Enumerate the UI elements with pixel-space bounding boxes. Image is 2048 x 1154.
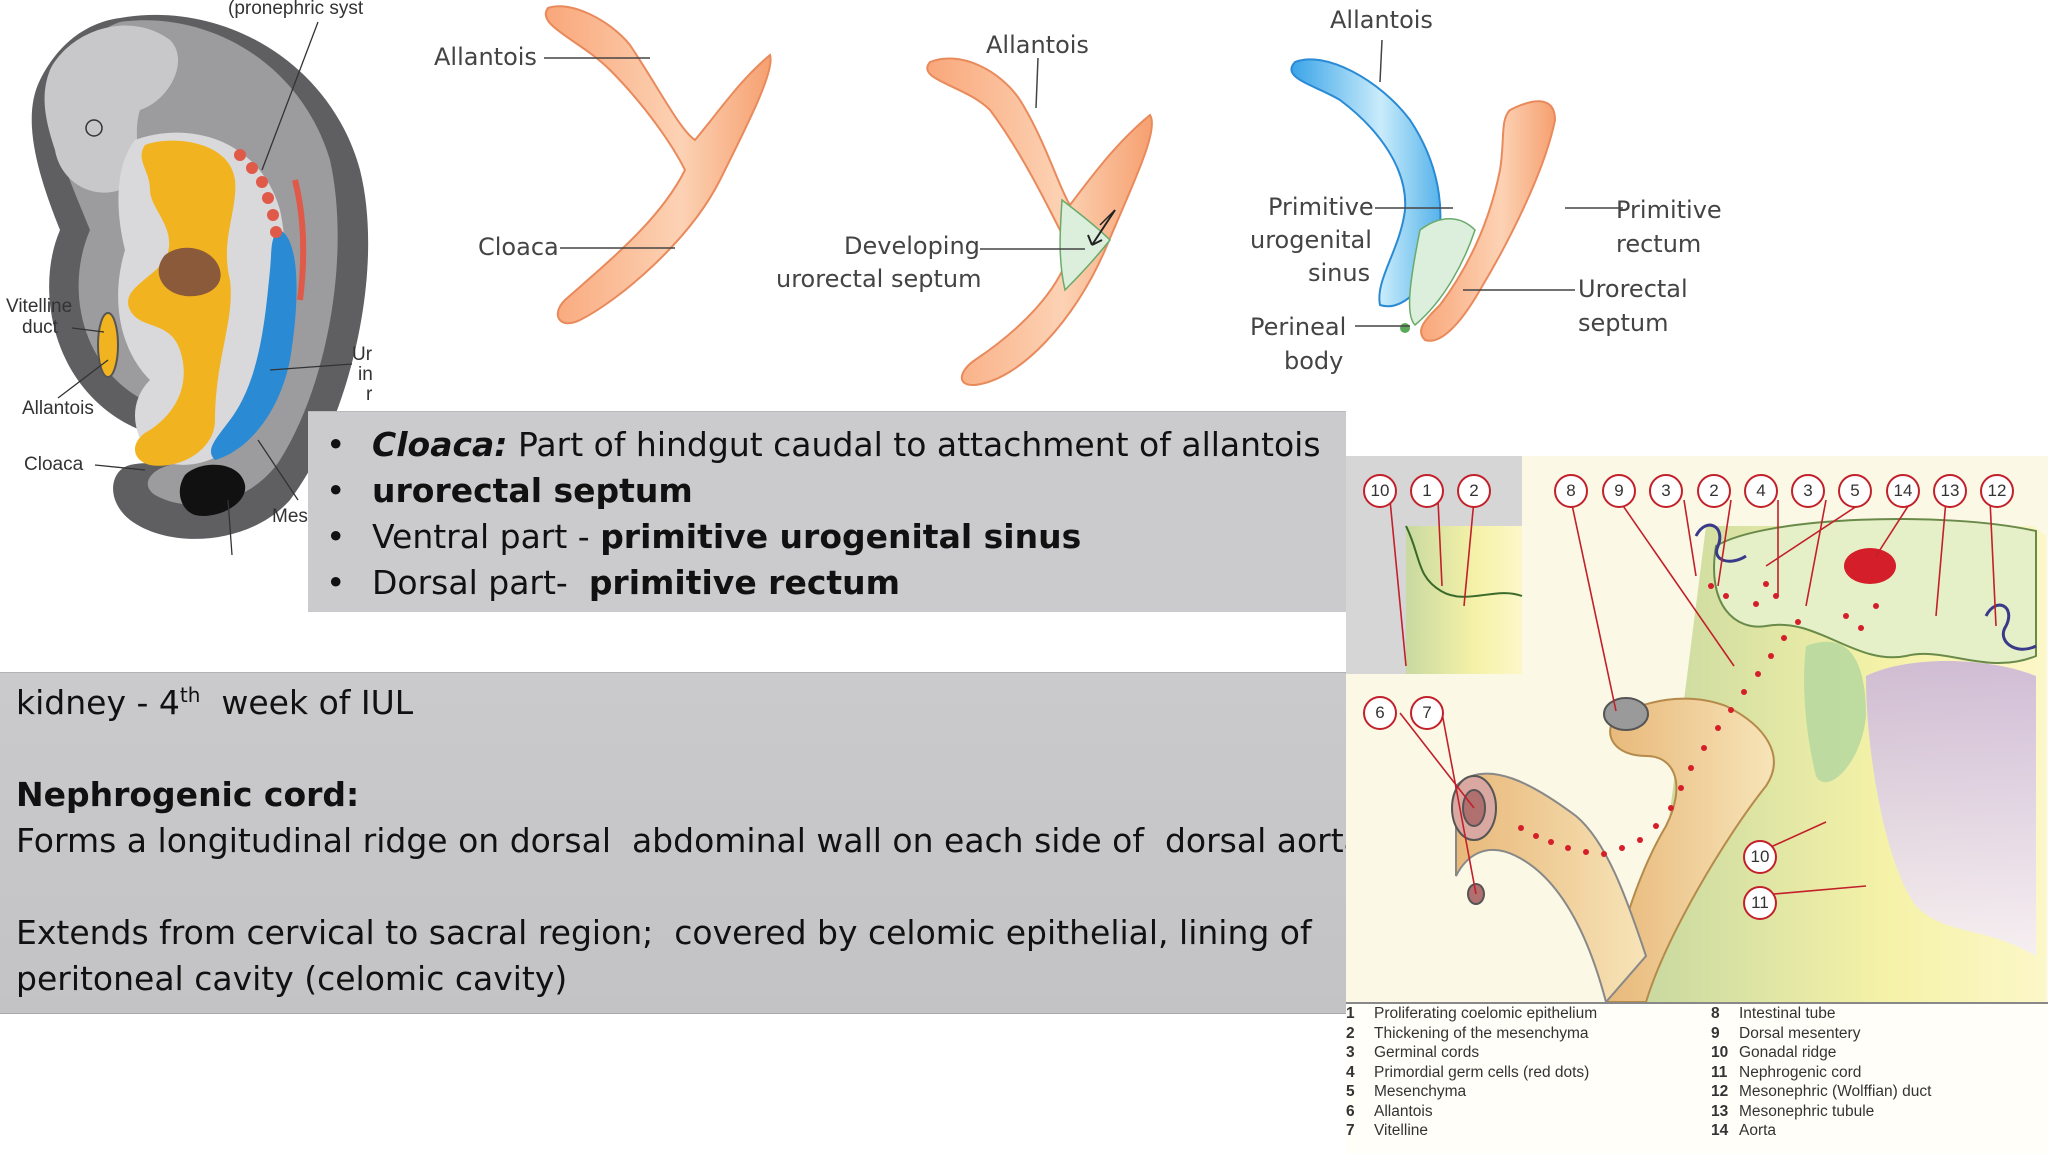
gonadal-ridge-illustration xyxy=(1346,456,2046,1005)
label-allantois: Allantois xyxy=(22,398,94,419)
label-pus-3: sinus xyxy=(1308,259,1371,287)
label-us-2: septum xyxy=(1578,309,1669,337)
bullet-list: •Cloaca: Part of hindgut caudal to attac… xyxy=(308,412,1346,606)
marker-7: 7 xyxy=(1410,696,1444,730)
label-vitelline-1: Vitelline xyxy=(6,296,73,317)
label-pus-1: Primitive xyxy=(1268,193,1374,221)
marker-8: 8 xyxy=(1554,474,1588,508)
label-allantois-1: Allantois xyxy=(434,43,537,71)
kidney-line-1-post: week of IUL xyxy=(200,683,414,722)
kidney-text-box: kidney - 4th week of IUL Nephrogenic cor… xyxy=(0,672,1364,1014)
label-developing-1: Developing xyxy=(844,232,980,260)
bullet-urorectal: •urorectal septum xyxy=(326,471,693,510)
cloaca-diagram: Allantois Cloaca Allantois Developing ur… xyxy=(420,0,1722,400)
label-ur-1: Ur xyxy=(352,344,373,365)
cloaca-bullet-box: •Cloaca: Part of hindgut caudal to attac… xyxy=(308,411,1346,612)
marker-6: 6 xyxy=(1363,696,1397,730)
label-pb-1: Perineal xyxy=(1250,313,1347,341)
marker-11: 11 xyxy=(1743,886,1777,920)
label-us-1: Urorectal xyxy=(1578,275,1688,303)
marker-3: 3 xyxy=(1649,474,1683,508)
bullet-urorectal-text: urorectal septum xyxy=(372,471,693,510)
label-pb-2: body xyxy=(1284,347,1344,375)
label-ur-2: in xyxy=(358,364,373,385)
marker-2-inset: 2 xyxy=(1457,474,1491,508)
kidney-line-5: peritoneal cavity (celomic cavity) xyxy=(16,959,568,998)
marker-3-b: 3 xyxy=(1791,474,1825,508)
marker-9: 9 xyxy=(1602,474,1636,508)
embryo-diagram: (pronephric syst Vitelline duct Allantoi… xyxy=(0,0,380,560)
label-mes: Mes xyxy=(272,506,308,527)
marker-4: 4 xyxy=(1744,474,1778,508)
kidney-line-1-sup: th xyxy=(179,683,201,707)
label-ur-3: r xyxy=(366,384,373,405)
bullet-cloaca: •Cloaca: Part of hindgut caudal to attac… xyxy=(326,425,1321,464)
label-pr-2: rectum xyxy=(1616,230,1702,258)
kidney-line-4: Extends from cervical to sacral region; … xyxy=(16,913,1312,952)
label-pus-2: urogenital xyxy=(1250,226,1372,254)
marker-5: 5 xyxy=(1838,474,1872,508)
bullet-dorsal-prefix: Dorsal part- xyxy=(372,563,589,602)
label-cloaca: Cloaca xyxy=(24,454,84,475)
gonadal-ridge-diagram: 10 1 2 8 9 3 2 4 3 5 14 13 12 6 7 10 11 xyxy=(1346,456,2048,1005)
kidney-line-1: kidney - 4th week of IUL xyxy=(16,683,413,722)
bullet-cloaca-term: Cloaca: xyxy=(372,425,508,464)
marker-14: 14 xyxy=(1886,474,1920,508)
cloaca-illustration xyxy=(544,5,1623,387)
marker-13: 13 xyxy=(1933,474,1967,508)
label-vitelline-2: duct xyxy=(22,317,58,338)
marker-10-inset: 10 xyxy=(1363,474,1397,508)
nephrogenic-heading: Nephrogenic cord: xyxy=(16,775,360,814)
marker-10: 10 xyxy=(1743,840,1777,874)
label-cloaca-main: Cloaca xyxy=(478,233,559,261)
bullet-dorsal: •Dorsal part- primitive rectum xyxy=(326,563,901,602)
bullet-ventral-prefix: Ventral part - xyxy=(372,517,601,556)
bullet-dorsal-bold: primitive rectum xyxy=(588,563,901,602)
label-pr-1: Primitive xyxy=(1616,196,1722,224)
kidney-line-3: Forms a longitudinal ridge on dorsal abd… xyxy=(16,821,1364,860)
marker-12: 12 xyxy=(1980,474,2014,508)
label-allantois-3: Allantois xyxy=(1330,6,1433,34)
marker-2: 2 xyxy=(1697,474,1731,508)
label-pronephric: (pronephric syst xyxy=(228,0,364,19)
label-allantois-2: Allantois xyxy=(986,31,1089,59)
bullet-ventral-bold: primitive urogenital sinus xyxy=(600,517,1082,556)
kidney-line-1-pre: kidney - 4 xyxy=(16,683,180,722)
embryo-illustration xyxy=(31,14,369,556)
bullet-ventral: •Ventral part - primitive urogenital sin… xyxy=(326,517,1082,556)
bullet-cloaca-text: Part of hindgut caudal to attachment of … xyxy=(507,425,1321,464)
marker-1: 1 xyxy=(1410,474,1444,508)
label-developing-2: urorectal septum xyxy=(776,265,982,293)
